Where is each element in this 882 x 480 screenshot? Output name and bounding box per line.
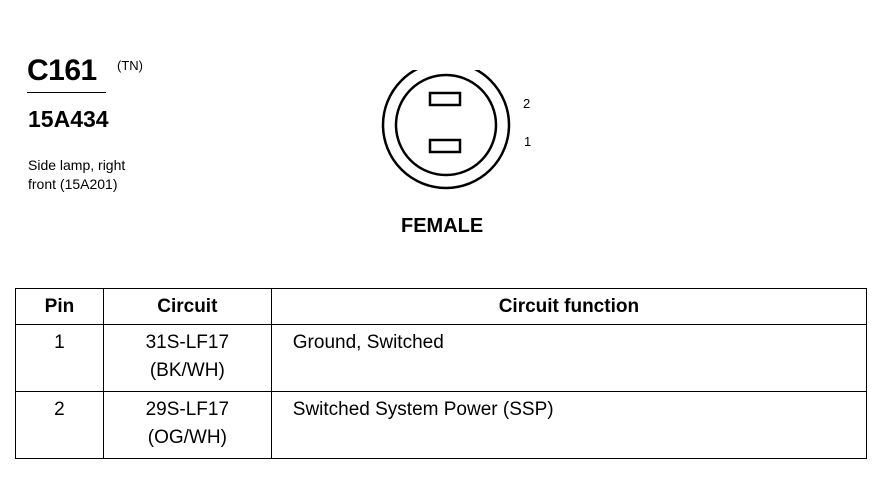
circuit-code: 29S-LF17 [145,399,230,420]
wire-color: (BK/WH) [149,360,225,381]
header-pin: Pin [15,288,104,325]
connector-description: Side lamp, right front (15A201) [28,156,125,194]
circuit-cell: 29S-LF17 (OG/WH) [102,391,272,459]
connector-outer-ring [381,70,511,190]
table-header-row: Pin Circuit Circuit function [15,288,868,325]
header-circuit-function: Circuit function [270,288,868,325]
circuit-code: 31S-LF17 [145,332,230,353]
header-rule [27,92,106,93]
pin-1-slot [428,138,462,154]
wire-color: (OG/WH) [147,427,227,448]
pin-label-2: 2 [523,96,531,111]
connector-id: C161 [27,54,97,87]
description-line-2: front (15A201) [28,176,118,192]
table-row: 2 29S-LF17 (OG/WH) Switched System Power… [15,391,868,459]
connector-face-diagram [381,70,511,190]
description-line-1: Side lamp, right [28,157,126,173]
connector-inner-ring [394,73,498,177]
pin-label-1: 1 [524,134,532,149]
pin-cell: 2 [15,391,104,459]
connector-suffix: (TN) [117,58,143,73]
part-number: 15A434 [28,106,109,132]
circuit-cell: 31S-LF17 (BK/WH) [102,324,272,392]
table-row: 1 31S-LF17 (BK/WH) Ground, Switched [15,324,868,392]
pin-2-slot [428,91,462,107]
function-cell: Switched System Power (SSP) [270,391,868,459]
function-cell: Ground, Switched [270,324,868,392]
header-circuit: Circuit [102,288,272,325]
pinout-table: Pin Circuit Circuit function 1 31S-LF17 … [15,288,868,459]
pin-cell: 1 [15,324,104,392]
connector-gender: FEMALE [401,215,484,237]
